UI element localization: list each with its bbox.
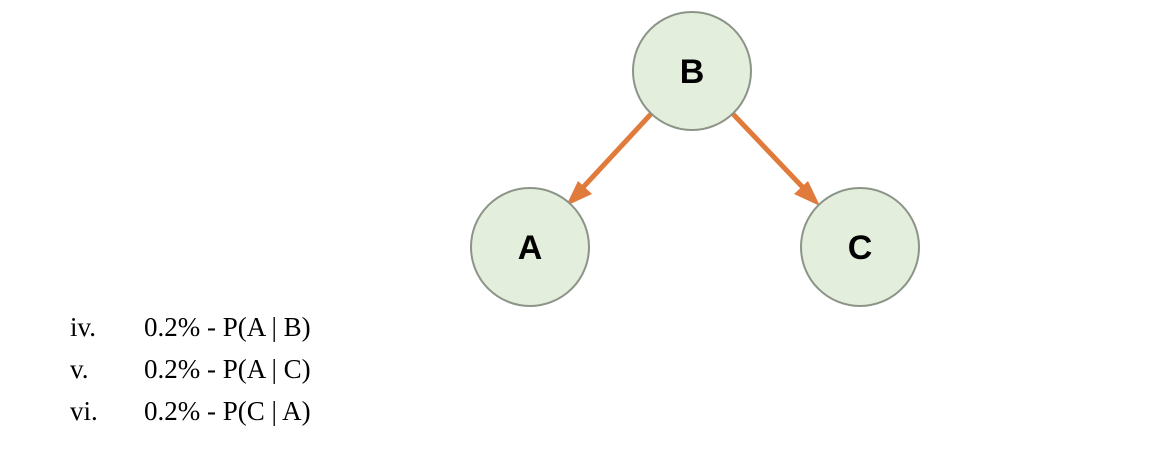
node-c-label: C: [848, 229, 873, 267]
node-b[interactable]: B: [632, 11, 752, 131]
edge-b-to-a-line: [573, 112, 653, 198]
node-a-circle[interactable]: [470, 187, 590, 307]
list-item-text: 0.2% - P(A | C): [144, 354, 311, 384]
list-item[interactable]: iv. 0.2% - P(A | B): [70, 306, 490, 348]
edge-b-to-a: [566, 112, 653, 206]
node-b-circle[interactable]: [632, 11, 752, 131]
list-item-text: 0.2% - P(C | A): [144, 396, 311, 426]
node-a[interactable]: A: [470, 187, 590, 307]
edge-b-to-c-arrowhead: [794, 181, 820, 206]
node-c[interactable]: C: [800, 187, 920, 307]
edge-b-to-c: [731, 112, 820, 206]
list-item[interactable]: v. 0.2% - P(A | C): [70, 348, 490, 390]
node-a-label: A: [518, 229, 543, 267]
list-item-numeral: iv.: [70, 312, 96, 342]
answer-option-list: iv. 0.2% - P(A | B) v. 0.2% - P(A | C) v…: [70, 306, 490, 432]
node-c-circle[interactable]: [800, 187, 920, 307]
list-item-text: 0.2% - P(A | B): [144, 312, 311, 342]
node-b-label: B: [680, 53, 705, 91]
edge-b-to-c-line: [731, 112, 813, 198]
edge-b-to-a-arrowhead: [566, 181, 592, 206]
list-item-numeral: vi.: [70, 396, 98, 426]
list-item-numeral: v.: [70, 354, 89, 384]
list-item[interactable]: vi. 0.2% - P(C | A): [70, 390, 490, 432]
